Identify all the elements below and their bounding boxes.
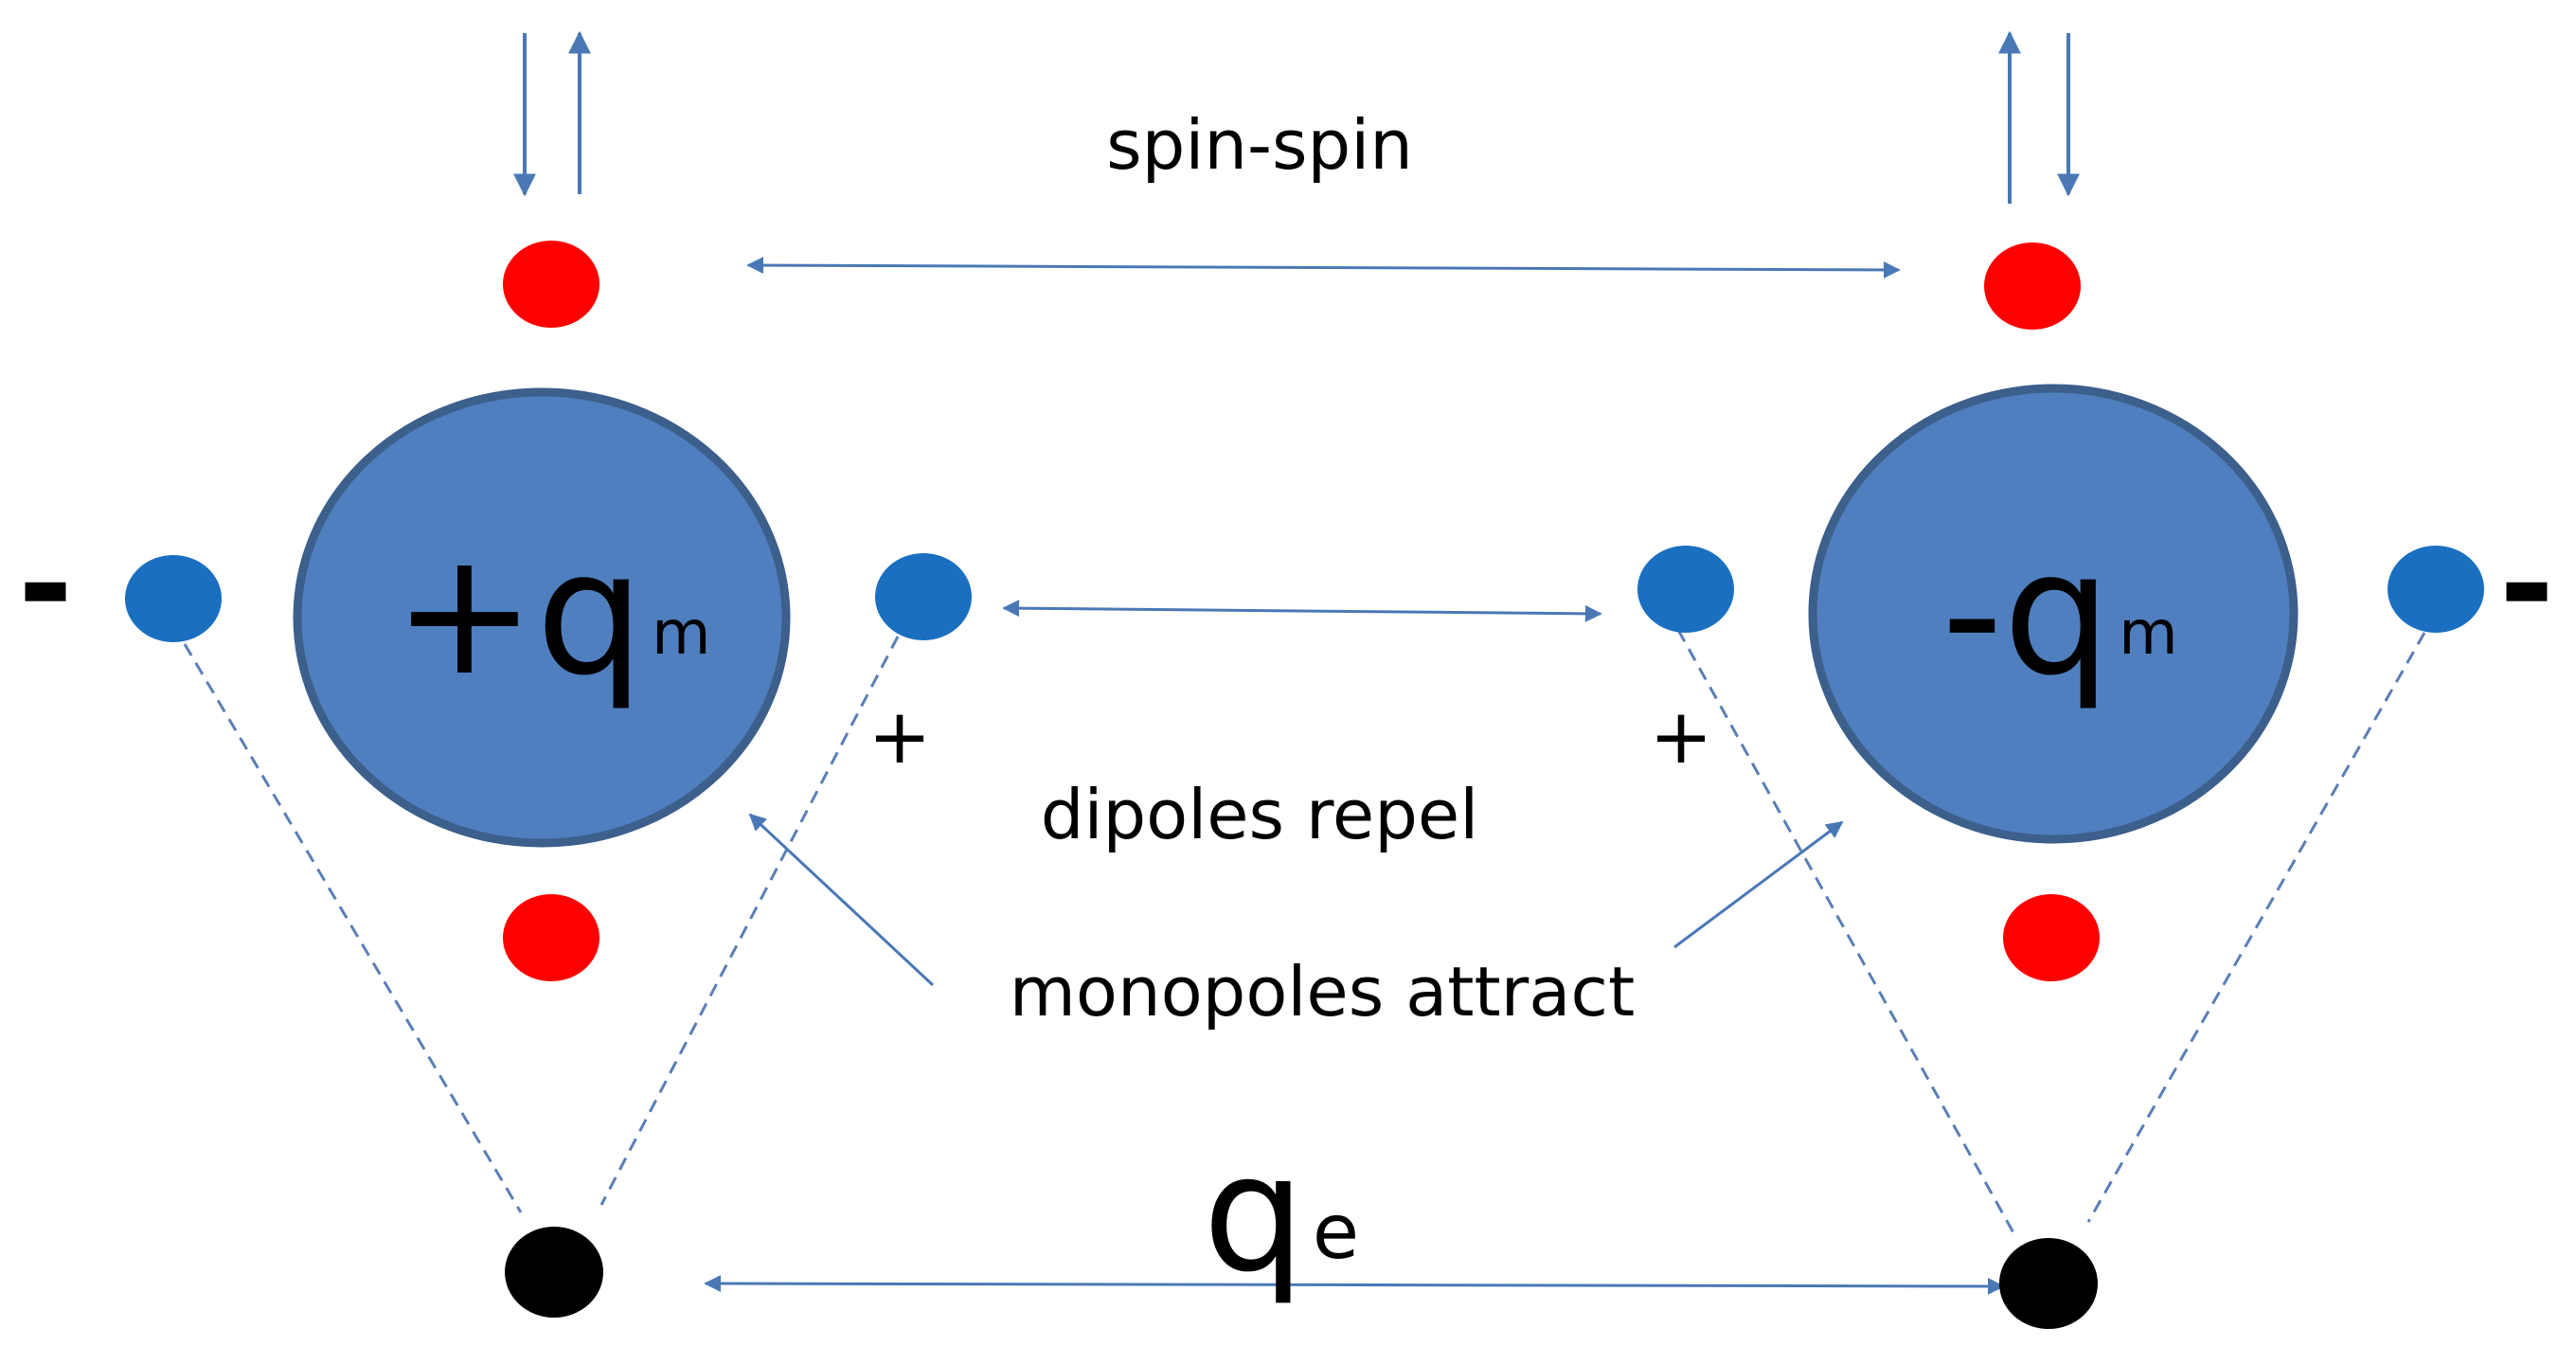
spin-spin-arrow <box>746 257 1901 278</box>
left-inner-plus-sign: + <box>868 692 931 781</box>
left-charge-main: +q <box>393 515 644 713</box>
right-outer-blue-particle <box>2388 546 2484 633</box>
right-inner-blue-particle <box>1637 546 1734 633</box>
electric-charge-main: q <box>1203 1121 1305 1308</box>
left-charge-subscript: m <box>652 599 710 669</box>
left-inner-blue-particle <box>875 553 972 640</box>
left-inner-dashed-line <box>599 636 900 1206</box>
monopoles-attract-left-arrow <box>748 813 935 987</box>
right-charge-subscript: m <box>2119 599 2177 669</box>
left-black-particle <box>505 1227 603 1318</box>
right-charge-main: -q <box>1941 515 2111 713</box>
right-bottom-red-particle <box>2003 894 2100 981</box>
right-black-particle <box>1999 1238 2098 1329</box>
electric-charge-subscript: e <box>1313 1188 1359 1276</box>
left-monopole-nucleus <box>293 387 791 848</box>
dipole-arrow <box>1002 600 1602 622</box>
left-outer-dashed-line <box>183 643 523 1213</box>
left-bottom-red-particle <box>503 894 599 981</box>
right-top-red-particle <box>1984 242 2081 330</box>
monopoles-attract-label: monopoles attract <box>1010 952 1635 1032</box>
right-outer-dashed-line <box>2086 632 2426 1223</box>
spin-spin-label: spin-spin <box>1106 105 1413 185</box>
left-top-red-particle <box>503 241 599 328</box>
right-inner-plus-sign: + <box>1649 692 1712 781</box>
monopoles-attract-right-arrow <box>1673 820 1844 949</box>
dipoles-repel-label: dipoles repel <box>1041 775 1478 854</box>
left-outer-blue-particle <box>125 555 222 642</box>
right-inner-dashed-line <box>1676 629 2017 1237</box>
electric-charge-arrow <box>704 1275 2005 1295</box>
left-outer-minus-sign: - <box>18 508 73 662</box>
right-outer-minus-sign: - <box>2499 508 2554 662</box>
right-monopole-nucleus <box>1808 384 2299 844</box>
